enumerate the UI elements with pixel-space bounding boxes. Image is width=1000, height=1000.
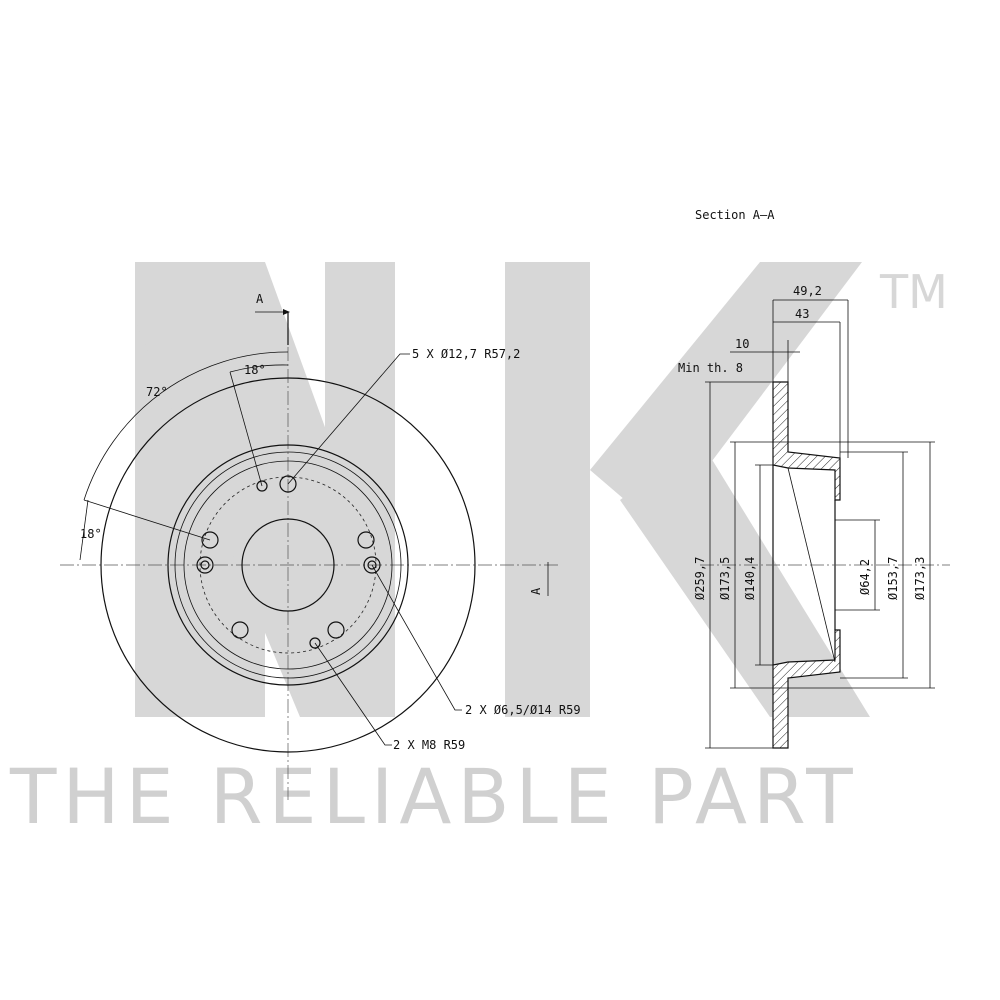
angle-arc-18-top [229, 364, 289, 373]
front-view: 72° 18° 18° A A 5 X Ø12,7 R57,2 2 X Ø6,5… [60, 292, 581, 800]
pin-hole-inner [367, 560, 377, 570]
thread-holes [256, 480, 321, 649]
watermark-tagline: THE RELIABLE PART [9, 752, 859, 841]
section-profile-lower [772, 629, 841, 749]
section-title: Section A–A [695, 208, 775, 222]
angle-label-72: 72° [146, 385, 168, 399]
bolt-hole [357, 531, 375, 549]
callout-leader-bolt-holes [287, 353, 410, 485]
dim-mount-diameter: Ø153,7 [886, 557, 900, 600]
dim-min-thickness: Min th. 8 [678, 361, 743, 375]
watermark-letter-k-stem [505, 262, 590, 717]
pin-hole-inner [200, 560, 210, 570]
callout-thread-holes: 2 X M8 R59 [393, 738, 465, 752]
watermark-letter-k-lower [620, 440, 870, 717]
pin-holes [196, 556, 381, 574]
section-profile-upper [772, 381, 841, 501]
bolt-hole [327, 621, 345, 639]
pin-hole-outer [363, 556, 381, 574]
section-marker-right: A [529, 587, 543, 595]
angle-leader-18-top [229, 371, 263, 487]
pin-hole-outer [196, 556, 214, 574]
callout-pin-holes: 2 X Ø6,5/Ø14 R59 [465, 703, 581, 717]
angle-arc-18-left [79, 499, 89, 561]
hat-outer-edge [167, 444, 409, 686]
dim-hat-diameter-right: Ø173,3 [913, 557, 927, 600]
section-marker-top: A [256, 292, 264, 306]
bolt-hole [279, 475, 297, 493]
bolt-hole [201, 531, 219, 549]
bolt-hole [231, 621, 249, 639]
callout-leader-thread-holes [314, 642, 392, 746]
thread-hole [309, 637, 321, 649]
dim-hat-height: 43 [795, 307, 809, 321]
section-arrowhead-top [283, 309, 290, 315]
hat-inner-edge [183, 460, 393, 670]
dim-center-bore: Ø64,2 [858, 559, 872, 595]
thread-hole [256, 480, 268, 492]
watermark-letter-k-upper [590, 262, 862, 530]
dim-total-height: 49,2 [793, 284, 822, 298]
angle-arc-72 [83, 351, 289, 501]
bolt-holes [201, 475, 375, 639]
disc-outer-edge [100, 377, 476, 753]
angle-leader-72 [83, 499, 211, 541]
hat-step-edge [174, 451, 402, 679]
dim-disc-thickness: 10 [735, 337, 749, 351]
callout-bolt-holes: 5 X Ø12,7 R57,2 [412, 347, 520, 361]
center-bore [241, 518, 335, 612]
watermark-trademark: TM [879, 265, 948, 319]
angle-label-18-left: 18° [80, 527, 102, 541]
section-view: Section A–A 49,2 43 10 Min th. 8 Ø259,7 … [678, 208, 950, 749]
dim-outer-diameter: Ø259,7 [693, 557, 707, 600]
callout-leader-pin-holes [371, 564, 462, 711]
dim-hat-diameter-left: Ø173,5 [718, 557, 732, 600]
angle-label-18-top: 18° [244, 363, 266, 377]
dim-inner-diameter: Ø140,4 [743, 557, 757, 600]
